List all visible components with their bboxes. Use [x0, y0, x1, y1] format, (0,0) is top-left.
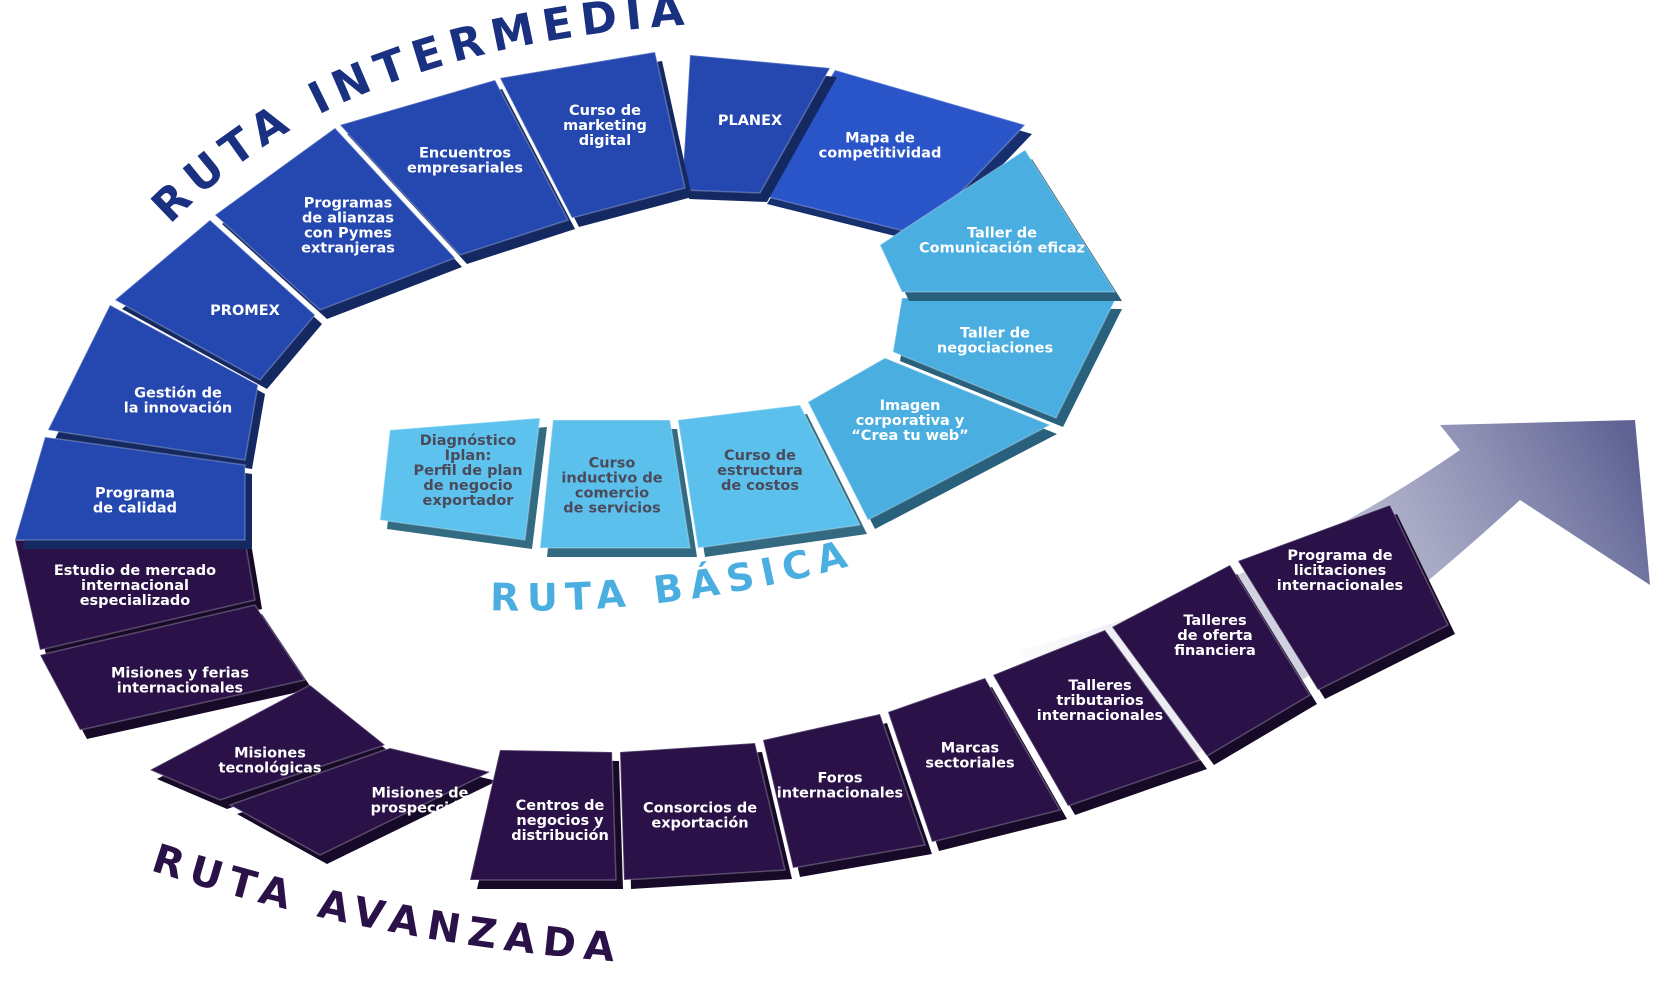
segment-tile — [498, 51, 686, 219]
segment-tile — [991, 629, 1202, 807]
segment-tile — [228, 747, 493, 856]
segment-tile — [879, 148, 1117, 293]
segment-tile — [1110, 564, 1312, 757]
segment-tile — [14, 436, 246, 541]
segment-tile — [762, 713, 926, 869]
segment-tile — [213, 127, 457, 311]
segment-tile — [681, 54, 832, 194]
segment-tile — [148, 684, 387, 801]
intermediate-route-step-2: PLANEX — [681, 54, 837, 202]
segment-tile — [38, 604, 307, 731]
segment-tile — [379, 417, 541, 541]
segment-tile — [338, 79, 570, 256]
segment-tile — [887, 677, 1062, 843]
segment-tile — [677, 404, 862, 549]
segment-tile — [46, 303, 259, 461]
segment-tile — [469, 749, 617, 881]
intermediate-route-step-6: PROMEX — [113, 219, 322, 389]
segment-tile — [807, 357, 1052, 522]
segment-tile — [892, 297, 1117, 419]
segment-tile — [113, 219, 317, 381]
segment-tile — [1236, 504, 1449, 691]
segment-tile — [539, 419, 691, 549]
segment-tile — [619, 742, 786, 881]
segment-label: PLANEX — [718, 113, 782, 129]
segment-label: PROMEX — [210, 303, 280, 319]
